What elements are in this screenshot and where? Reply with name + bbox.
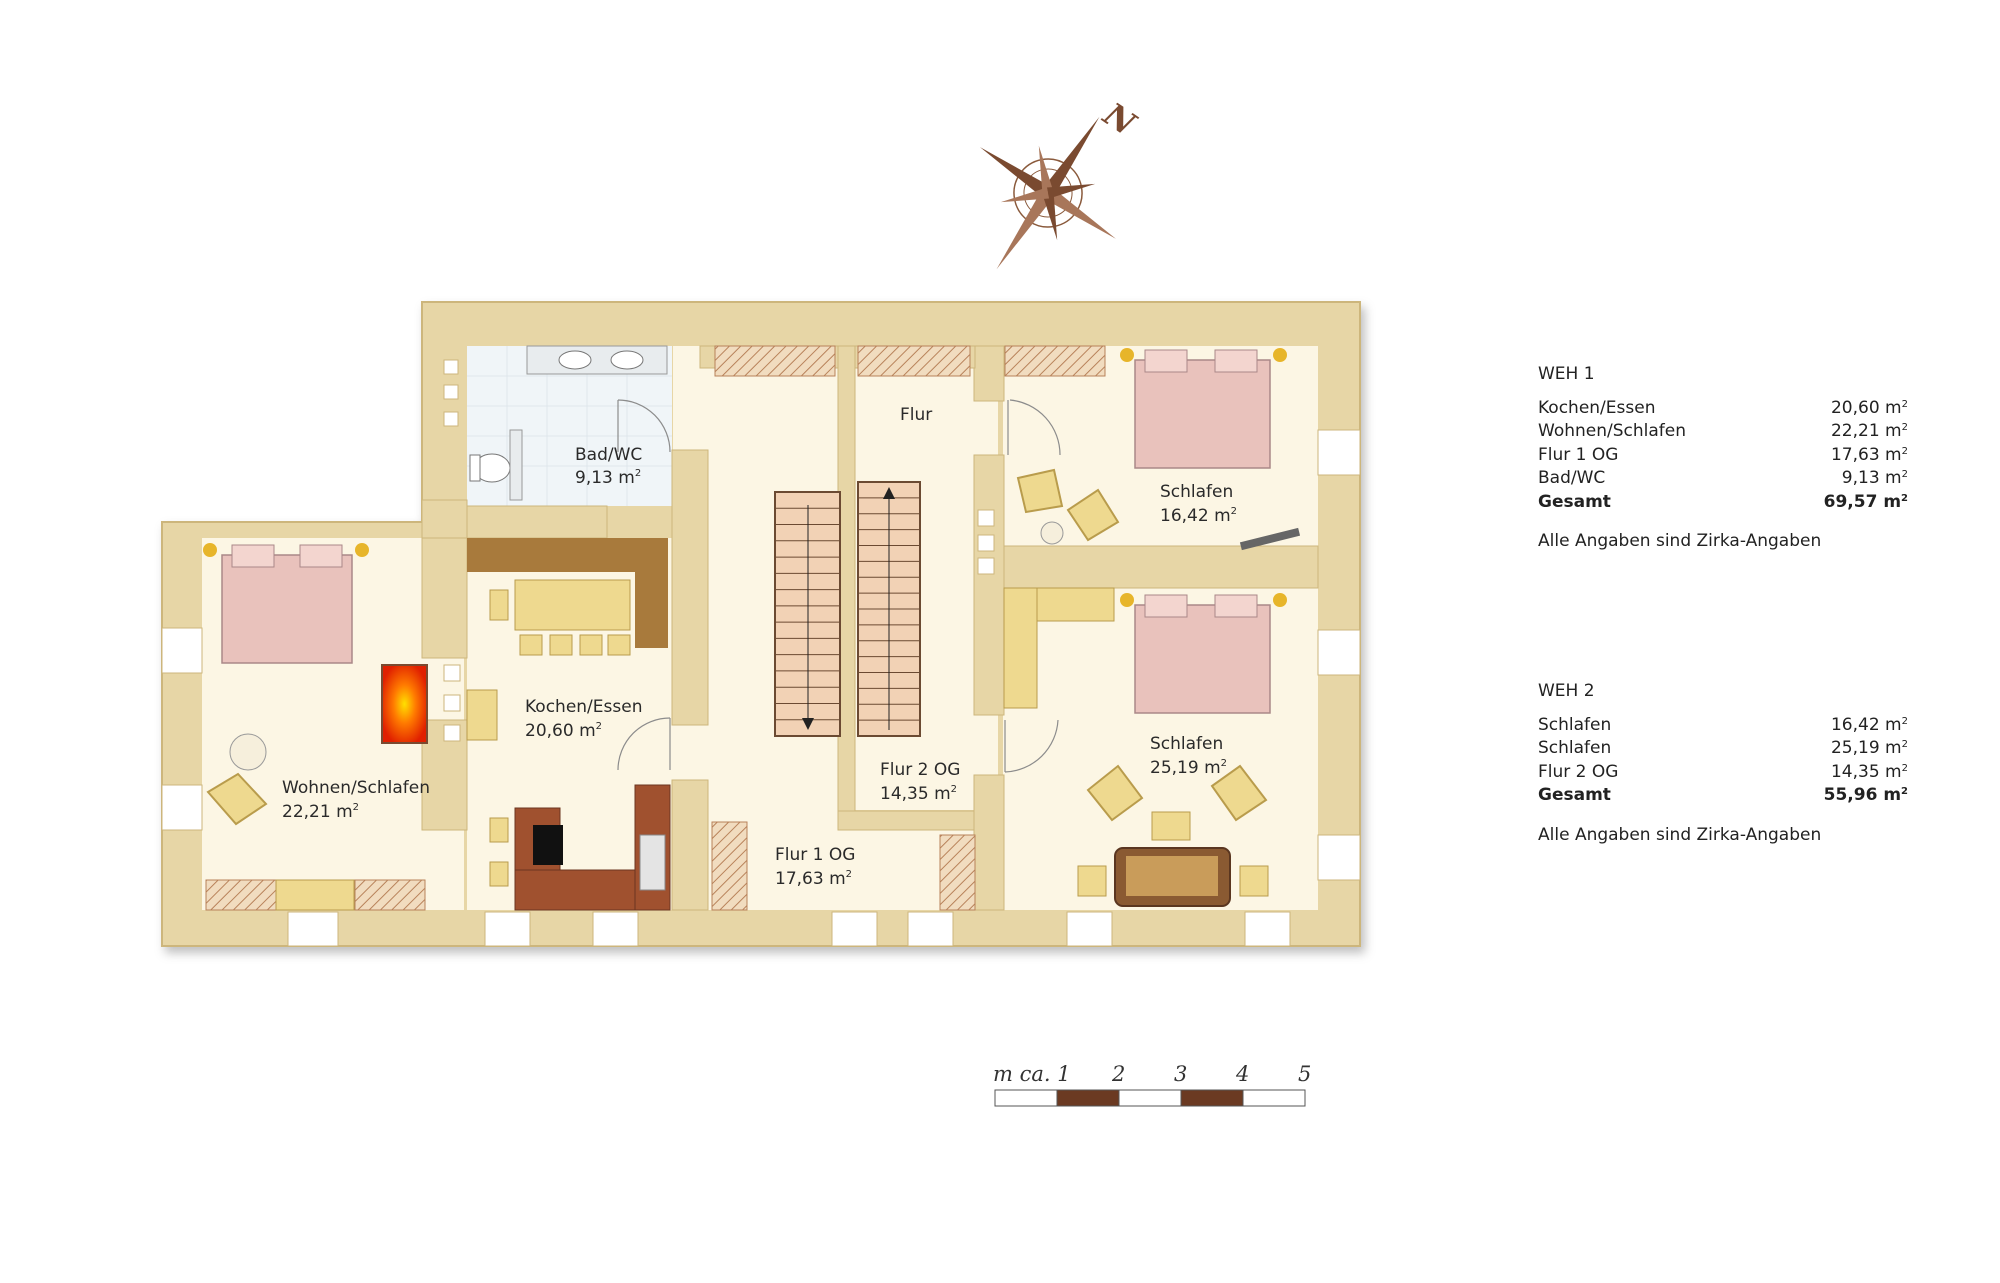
label-wohnen-area: 22,21 m2 [282, 802, 359, 822]
label-bad-area: 9,13 m2 [575, 468, 641, 488]
label-bad-name: Bad/WC [575, 445, 642, 465]
door-swings [617, 399, 1061, 773]
fireplace-icon [381, 664, 428, 744]
compass-north-label: N [1096, 95, 1144, 144]
scale-bar: m ca. 1 2 3 4 5 [993, 1062, 1311, 1107]
label-kochen-name: Kochen/Essen [525, 697, 642, 717]
sink-icon [610, 350, 644, 370]
scale-tick-5: 5 [1298, 1062, 1311, 1086]
bed-icon [1134, 359, 1271, 469]
weh2-note: Alle Angaben sind Zirka-Angaben [1538, 824, 1822, 845]
bedroom2-furniture [1003, 587, 1287, 907]
label-schlafen2-name: Schlafen [1150, 734, 1223, 754]
dining-table [514, 579, 631, 631]
weh1-title: WEH 1 [1538, 364, 1595, 384]
armchair-icon [1086, 764, 1144, 822]
weh1-note: Alle Angaben sind Zirka-Angaben [1538, 531, 1822, 551]
sink-icon [558, 350, 592, 370]
scale-tick-2: 2 [1111, 1062, 1125, 1086]
label-flur2-area: 14,35 m2 [880, 784, 957, 804]
bedroom1-furniture [1016, 348, 1301, 551]
bathroom-fixtures [469, 345, 668, 501]
scale-tick-3: 3 [1174, 1062, 1187, 1086]
staircase-down [774, 491, 841, 737]
windows [161, 359, 1361, 947]
staircase-up [857, 481, 921, 737]
label-schlafen2-area: 25,19 m2 [1150, 758, 1227, 778]
armchair-icon [1210, 764, 1268, 822]
label-flur1-area: 17,63 m2 [775, 869, 852, 889]
armchair-icon [1016, 468, 1064, 514]
label-flur1-name: Flur 1 OG [775, 845, 855, 865]
scale-label: m ca. 1 [993, 1062, 1071, 1086]
scale-tick-4: 4 [1235, 1062, 1249, 1086]
built-in-cabinets [205, 345, 1106, 911]
coffee-table [1151, 811, 1191, 841]
armchair-icon [1066, 488, 1120, 542]
kitchen [467, 538, 671, 911]
compass-rose-icon [980, 116, 1116, 270]
bed-icon [221, 554, 353, 664]
armchair-icon [206, 772, 268, 826]
label-schlafen1-area: 16,42 m2 [1160, 506, 1237, 526]
label-kochen-area: 20,60 m2 [525, 721, 602, 741]
kitchen-sink-icon [639, 834, 666, 891]
bed-icon [1134, 604, 1271, 714]
label-wohnen-name: Wohnen/Schlafen [282, 778, 430, 798]
room-labels: Bad/WC 9,13 m2 Kochen/Essen 20,60 m2 Woh… [282, 405, 1237, 889]
living-bedroom-furniture [203, 543, 498, 911]
stove-icon [533, 825, 563, 865]
label-schlafen1-name: Schlafen [1160, 482, 1233, 502]
label-flur: Flur [900, 405, 932, 425]
label-flur2-name: Flur 2 OG [880, 760, 960, 780]
weh2-title: WEH 2 [1538, 681, 1595, 701]
